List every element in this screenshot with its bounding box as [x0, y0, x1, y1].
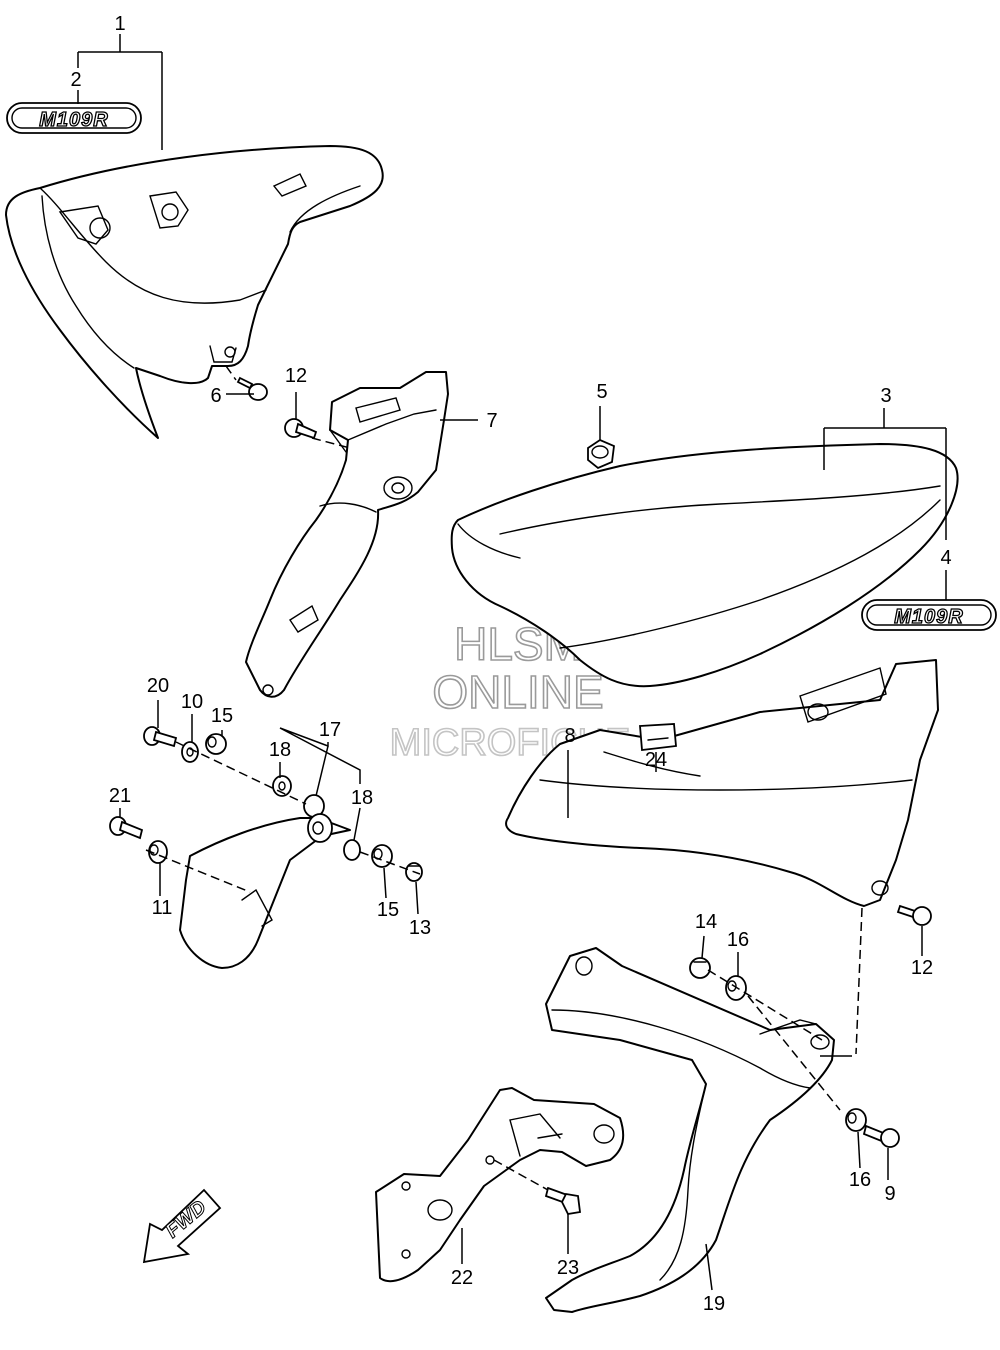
alignment-lines [145, 365, 863, 1191]
washer-10[interactable] [181, 741, 199, 763]
callout-15-left[interactable]: 15 [211, 705, 233, 727]
bolt-21[interactable] [109, 816, 144, 840]
callout-8[interactable]: 8 [564, 725, 575, 747]
bolt-12-upper[interactable] [284, 418, 318, 440]
callout-20[interactable]: 20 [147, 675, 169, 697]
collar-14[interactable] [689, 957, 711, 979]
callout-9[interactable]: 9 [884, 1183, 895, 1205]
left-bracket-7[interactable] [245, 371, 449, 698]
callout-18-right[interactable]: 18 [351, 787, 373, 809]
callout-5[interactable]: 5 [596, 381, 607, 403]
fwd-arrow-icon: FWD [142, 1188, 222, 1264]
washer-18-right[interactable] [343, 839, 361, 861]
grommet-15-right[interactable] [371, 844, 393, 868]
left-frame-cover[interactable] [5, 145, 384, 439]
callout-10[interactable]: 10 [181, 691, 203, 713]
bolt-9[interactable] [862, 1124, 900, 1148]
grommet-5[interactable] [587, 438, 615, 470]
callout-12-lower[interactable]: 12 [911, 957, 933, 979]
bolt-23[interactable] [544, 1186, 582, 1215]
callout-18-left[interactable]: 18 [269, 739, 291, 761]
emblem-right[interactable]: M109R [861, 599, 997, 631]
callout-11[interactable]: 11 [152, 897, 173, 919]
bolt-12-lower[interactable] [896, 904, 932, 926]
callout-13[interactable]: 13 [409, 917, 431, 939]
callout-16-lower[interactable]: 16 [849, 1169, 871, 1191]
callout-4[interactable]: 4 [940, 547, 951, 569]
callout-3[interactable]: 3 [880, 385, 891, 407]
emblem-left-text: M109R [39, 109, 108, 131]
right-bracket-8[interactable] [505, 659, 939, 907]
bolt-20[interactable] [143, 726, 178, 748]
leader-lines [77, 34, 947, 1291]
frame-guard-19[interactable] [545, 947, 835, 1313]
callout-23[interactable]: 23 [557, 1257, 579, 1279]
callout-16-upper[interactable]: 16 [727, 929, 749, 951]
callout-12-upper[interactable]: 12 [285, 365, 307, 387]
emblem-left[interactable]: M109R [6, 102, 142, 134]
callout-1[interactable]: 1 [114, 13, 125, 35]
callout-15-right[interactable]: 15 [377, 899, 399, 921]
callout-19[interactable]: 19 [703, 1293, 725, 1315]
callout-6[interactable]: 6 [210, 385, 221, 407]
callout-2[interactable]: 2 [70, 69, 81, 91]
callout-14[interactable]: 14 [695, 911, 717, 933]
screw-6[interactable] [236, 376, 268, 401]
callout-24[interactable]: 24 [645, 749, 667, 771]
callout-21[interactable]: 21 [109, 785, 131, 807]
callout-17[interactable]: 17 [319, 719, 341, 741]
grommet-15-left[interactable] [205, 733, 227, 755]
right-frame-cover[interactable] [450, 443, 959, 688]
pad-24[interactable] [639, 723, 677, 752]
emblem-right-text: M109R [894, 606, 963, 628]
grommet-16-lower[interactable] [845, 1108, 867, 1132]
watermark-line2: ONLINE [432, 666, 603, 718]
lower-left-plate[interactable] [179, 813, 351, 969]
callout-labels: 1 2 3 4 5 6 7 8 9 10 11 12 12 13 14 15 1… [70, 13, 951, 1315]
bracket-22[interactable] [375, 1087, 625, 1283]
callout-22[interactable]: 22 [451, 1267, 473, 1289]
callout-7[interactable]: 7 [486, 410, 497, 432]
